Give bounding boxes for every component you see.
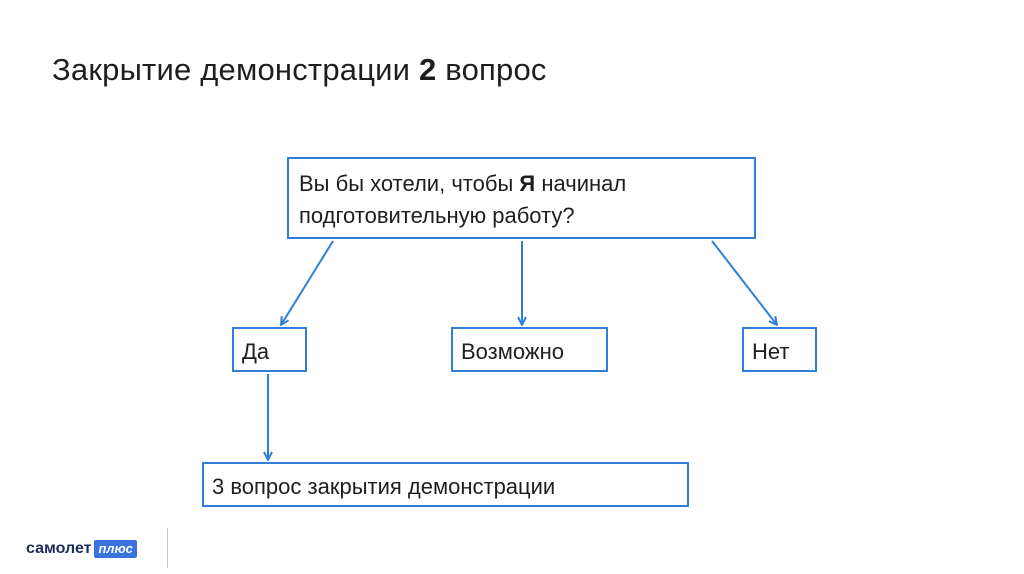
question-text-after: начинал подготовительную работу?: [299, 171, 627, 228]
option-no-box: Нет: [742, 327, 817, 372]
next-step-box: 3 вопрос закрытия демонстрации: [202, 462, 689, 507]
slide-title: Закрытие демонстрации 2 вопрос: [52, 52, 547, 88]
logo-divider: [167, 528, 168, 568]
title-suffix: вопрос: [445, 52, 547, 87]
logo-word: самолет: [26, 540, 92, 557]
option-yes-box: Да: [232, 327, 307, 372]
next-step-label: 3 вопрос закрытия демонстрации: [212, 474, 556, 499]
logo-badge: плюс: [94, 540, 137, 558]
option-maybe-label: Возможно: [461, 339, 564, 364]
option-no-label: Нет: [752, 339, 790, 364]
question-emphasis: Я: [519, 171, 536, 196]
option-maybe-box: Возможно: [451, 327, 608, 372]
title-number: 2: [419, 52, 437, 87]
brand-logo: самолет плюс: [26, 540, 137, 558]
title-prefix: Закрытие демонстрации: [52, 52, 411, 87]
question-box: Вы бы хотели, чтобы Я начинал подготовит…: [287, 157, 756, 239]
arrow-to-yes: [281, 240, 334, 325]
option-yes-label: Да: [242, 339, 270, 364]
question-text-before: Вы бы хотели, чтобы: [299, 171, 514, 196]
arrow-to-no: [711, 240, 777, 325]
